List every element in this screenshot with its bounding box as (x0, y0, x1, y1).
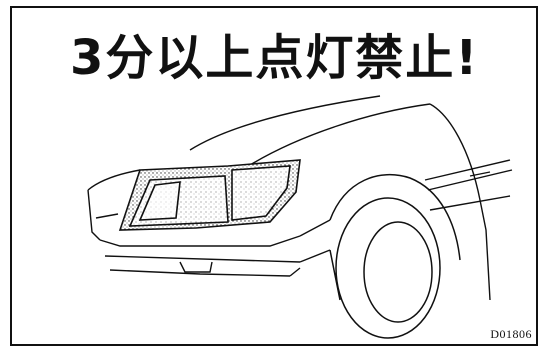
figure-code: D01806 (490, 327, 532, 341)
car-hood (189, 95, 491, 301)
warning-title: 3分以上点灯禁止! (70, 30, 480, 86)
car-front-body (87, 169, 331, 277)
headlight (118, 159, 301, 231)
car-side-trim (424, 159, 513, 211)
wheel (329, 174, 461, 339)
